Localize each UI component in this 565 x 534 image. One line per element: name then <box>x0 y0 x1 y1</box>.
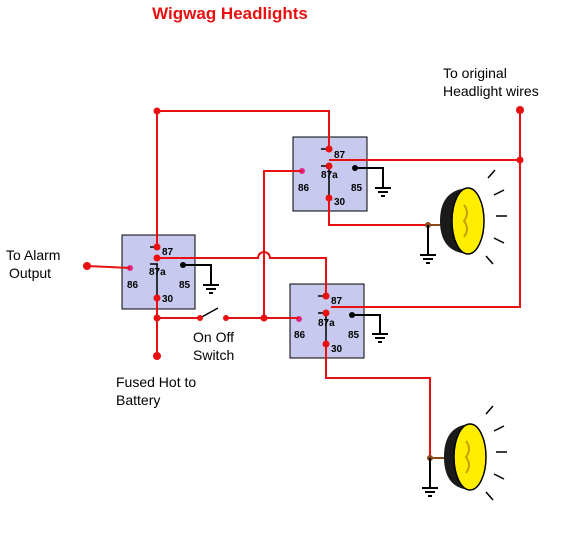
relay-1-pin-87: 87 <box>162 247 174 258</box>
relay-2-pin-30: 30 <box>334 197 346 208</box>
relay-3-pin-86: 86 <box>294 330 306 341</box>
label-switch: On Off Switch <box>193 328 234 364</box>
label-original-wires: To original Headlight wires <box>443 64 539 100</box>
relay-2-pin-87: 87 <box>334 150 346 161</box>
relay-3-pin-30: 30 <box>331 344 343 355</box>
ground-symbol <box>202 272 220 294</box>
label-alarm-output-line1: To Alarm <box>6 247 61 263</box>
label-alarm-output-line2: Output <box>9 265 52 281</box>
headlight-icon <box>421 405 507 501</box>
relay-1-pin-85: 85 <box>179 280 191 291</box>
diagram-title: Wigwag Headlights <box>152 4 308 23</box>
relay-3-pin-87: 87 <box>331 296 343 307</box>
ground-symbol <box>374 175 392 197</box>
relay-2-pin-86: 86 <box>298 183 310 194</box>
relay-2-pin-85: 85 <box>351 183 363 194</box>
relay-1-pin-86: 86 <box>127 280 139 291</box>
label-alarm-output: To Alarm Output <box>6 246 60 282</box>
label-original-wires-line1: To original <box>443 65 507 81</box>
ground-wiring <box>183 167 392 343</box>
junction-dots <box>83 106 524 360</box>
label-fused: Fused Hot to Battery <box>116 373 196 409</box>
relay-3-pin-85: 85 <box>348 330 360 341</box>
label-original-wires-line2: Headlight wires <box>443 83 539 99</box>
label-switch-line1: On Off <box>193 329 234 345</box>
relay-1-pin-30: 30 <box>162 294 174 305</box>
label-switch-line2: Switch <box>193 347 235 363</box>
label-fused-line2: Battery <box>116 392 161 408</box>
headlight-icon <box>419 169 507 265</box>
label-fused-line1: Fused Hot to <box>116 374 197 390</box>
ground-symbol <box>371 321 389 343</box>
red-wiring <box>86 110 521 458</box>
